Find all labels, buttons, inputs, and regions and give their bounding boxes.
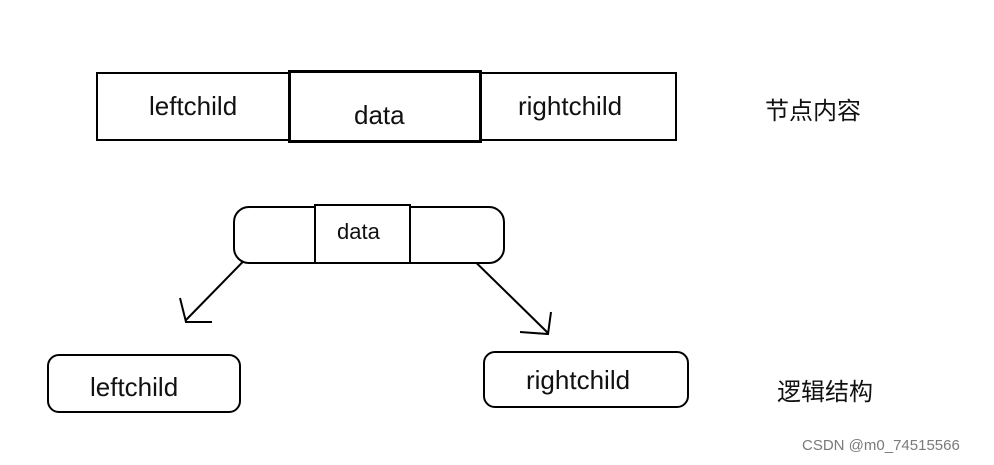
rightchild-cell-label: rightchild xyxy=(518,91,623,121)
left-child-node xyxy=(47,354,241,413)
left-arrowhead xyxy=(179,297,212,323)
rightchild-divider xyxy=(480,72,482,141)
logical-node-data-label: data xyxy=(337,219,380,244)
watermark-text: CSDN @m0_74515566 xyxy=(802,437,960,454)
left-child-label: leftchild xyxy=(90,372,179,402)
data-cell-label: data xyxy=(354,100,405,130)
right-arrowhead xyxy=(519,311,552,336)
logical-node-data-cell xyxy=(314,204,411,264)
leftchild-cell-label: leftchild xyxy=(149,91,238,121)
node-content-caption: 节点内容 xyxy=(765,97,861,125)
right-child-label: rightchild xyxy=(526,365,631,395)
right-child-node xyxy=(483,351,689,408)
data-cell-highlight xyxy=(288,70,482,143)
logical-structure-caption: 逻辑结构 xyxy=(777,378,873,406)
